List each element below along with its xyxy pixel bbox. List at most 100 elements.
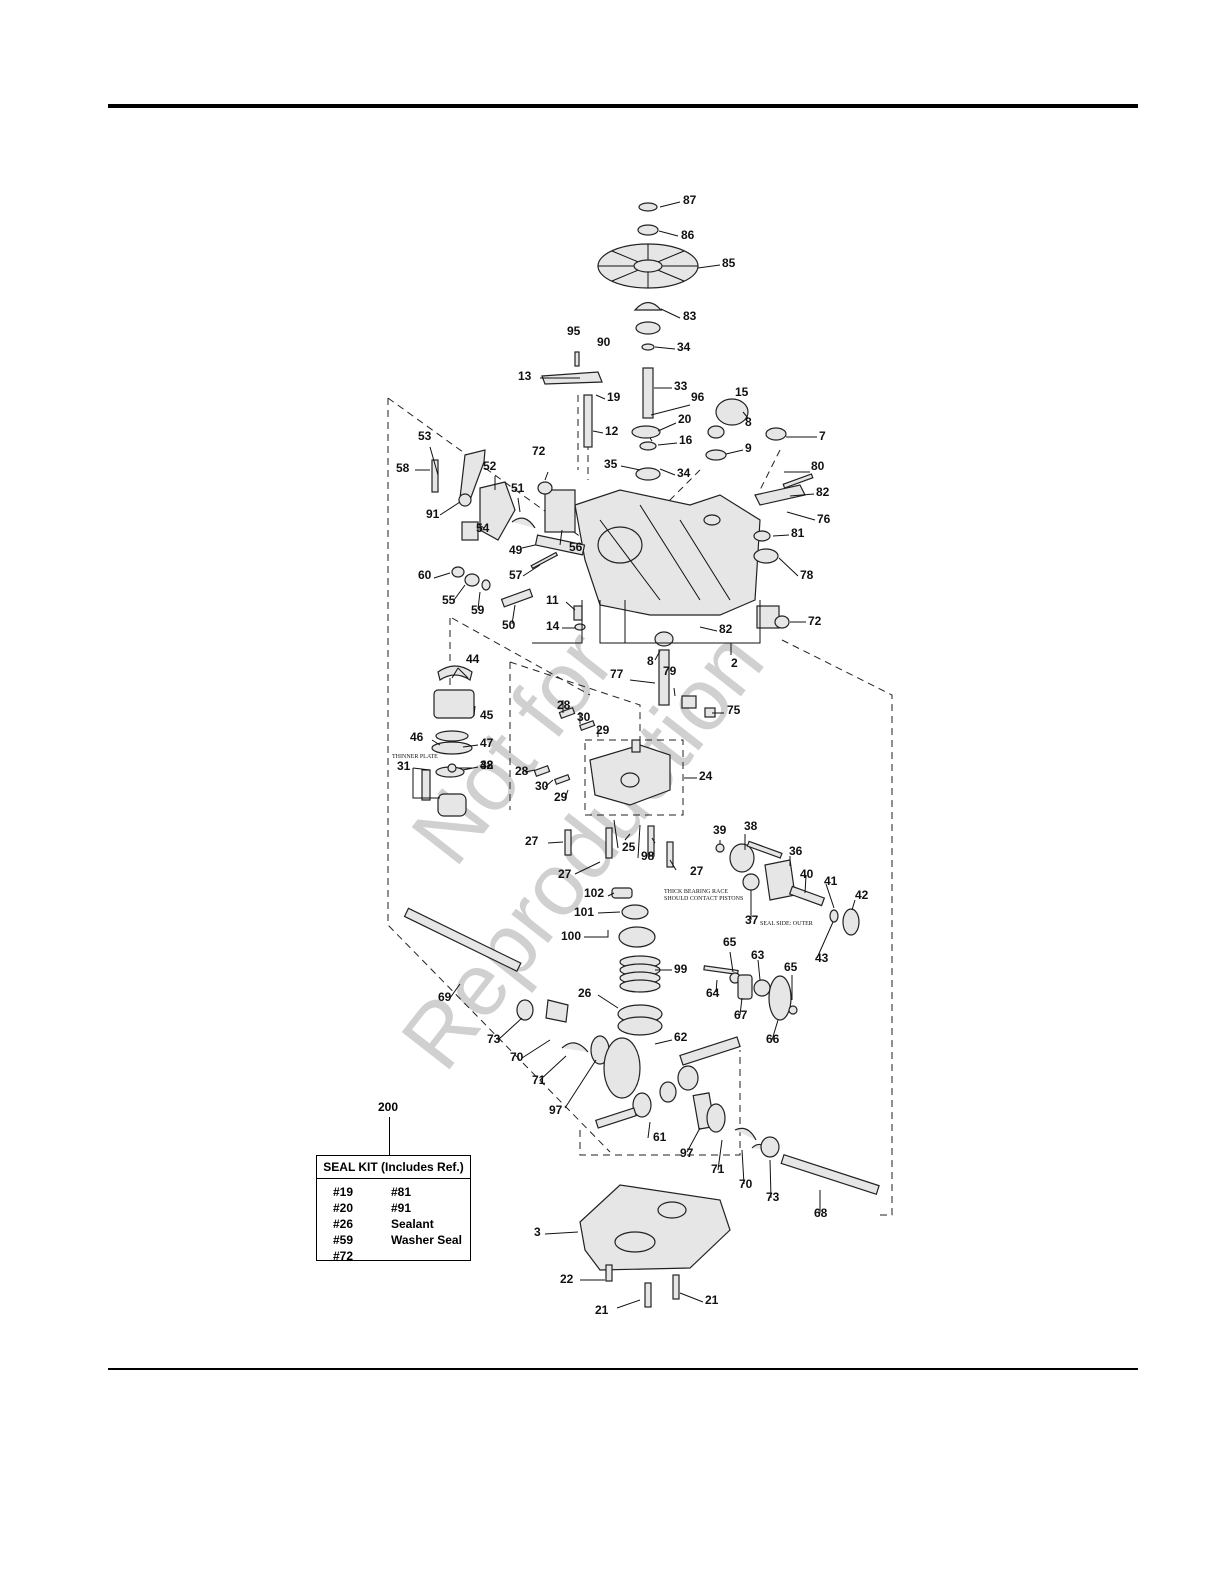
callout-label: 97	[680, 1146, 694, 1160]
counter-shaft	[703, 965, 798, 1021]
callout-label: 28	[515, 764, 529, 778]
nut-icon	[641, 343, 655, 351]
callout-label: 59	[471, 603, 485, 617]
axle-assembly	[403, 907, 880, 1196]
spring-icon	[753, 548, 779, 564]
callout-label: 7	[819, 429, 826, 443]
note-seal-side: SEAL SIDE: OUTER	[760, 921, 813, 927]
callout-label: 35	[604, 457, 618, 471]
friction-pack-icon	[617, 1016, 663, 1036]
callout-label: 69	[438, 990, 452, 1004]
callout-label: 8	[647, 654, 654, 668]
callout-label: 29	[596, 723, 610, 737]
callout-label: 67	[734, 1008, 748, 1022]
callout-label: 31	[397, 759, 411, 773]
header-rule	[108, 104, 1138, 108]
seal-kit-item: #81	[391, 1185, 412, 1199]
callout-label: 12	[605, 424, 619, 438]
axle-right-icon	[780, 1154, 880, 1196]
callout-label: 71	[532, 1073, 546, 1087]
brake-arm-icon	[459, 449, 486, 501]
seal-kit-item: #19	[333, 1185, 354, 1199]
callout-label: 98	[641, 849, 655, 863]
callout-label: 73	[766, 1190, 780, 1204]
fan-icon	[597, 243, 699, 289]
callout-label: 99	[674, 962, 688, 976]
callout-label: 41	[824, 874, 838, 888]
callout-label: 34	[677, 466, 691, 480]
bypass-arm	[541, 351, 603, 448]
callout-label: 86	[681, 228, 695, 242]
callout-label: 76	[817, 512, 831, 526]
retaining-ring-icon	[638, 202, 658, 212]
seal-kit-ref: 200	[378, 1100, 399, 1114]
seal-kit-title: SEAL KIT (Includes Ref.)	[317, 1156, 470, 1179]
cylinder-block-icon	[437, 793, 467, 817]
seal-kit-item: #91	[391, 1201, 412, 1215]
swashplate-icon	[433, 689, 475, 719]
callout-label: 57	[509, 568, 523, 582]
callout-label: 47	[480, 736, 494, 750]
spring-stack-icon	[619, 955, 661, 993]
callout-label: 90	[597, 335, 611, 349]
reduction-gear-icon	[768, 975, 792, 1021]
bearing-icon	[635, 467, 661, 481]
axle-left-icon	[403, 907, 522, 973]
callout-label: 60	[418, 568, 432, 582]
callout-label: 28	[557, 698, 571, 712]
callout-label: 97	[549, 1103, 563, 1117]
washer-icon	[637, 224, 659, 236]
callout-label: 78	[800, 568, 814, 582]
snap-ring-icon	[639, 441, 657, 451]
center-section	[533, 707, 674, 868]
lower-housing	[579, 1184, 731, 1308]
seal-kit-item: #59	[333, 1233, 354, 1247]
pin-icon	[574, 351, 580, 367]
callout-label: 39	[713, 823, 727, 837]
callout-label: 34	[677, 340, 691, 354]
callout-label: 54	[476, 521, 490, 535]
callout-label: 45	[480, 708, 494, 722]
callout-label: 3	[534, 1225, 541, 1239]
callout-label: 70	[739, 1177, 753, 1191]
callout-label: 9	[745, 441, 752, 455]
upper-housing	[537, 481, 761, 616]
callout-label: 15	[735, 385, 749, 399]
callout-label: 52	[483, 459, 497, 473]
callout-label: 56	[569, 540, 583, 554]
note-thinner-plate: THINNER PLATE	[392, 754, 438, 760]
seal-kit-item: #72	[333, 1249, 354, 1263]
callout-label: 43	[815, 951, 829, 965]
seal-kit-leader	[389, 1117, 390, 1155]
callout-label: 16	[679, 433, 693, 447]
callout-label: 50	[502, 618, 516, 632]
cap-icon	[715, 398, 749, 426]
callout-label: 79	[663, 664, 677, 678]
hub-icon	[633, 301, 663, 311]
callout-label: 32	[480, 758, 494, 772]
callout-label: 11	[546, 593, 559, 607]
callout-label: 96	[691, 390, 705, 404]
callout-label: 51	[511, 481, 525, 495]
callout-label: 72	[532, 444, 546, 458]
callout-label: 26	[578, 986, 592, 1000]
seal-kit-item: #20	[333, 1201, 354, 1215]
callout-label: 65	[784, 960, 798, 974]
callout-label: 29	[554, 790, 568, 804]
bushing-icon	[544, 489, 576, 533]
callout-label: 20	[678, 412, 692, 426]
callout-label: 19	[607, 390, 621, 404]
callout-label: 27	[690, 864, 704, 878]
callout-label: 81	[791, 526, 805, 540]
callout-label: 61	[653, 1130, 667, 1144]
seal-kit-item: Sealant	[391, 1217, 434, 1231]
callout-label: 14	[546, 619, 560, 633]
callout-label: 73	[487, 1032, 501, 1046]
callout-label: 38	[744, 819, 758, 833]
callout-label: 53	[418, 429, 432, 443]
seal-kit-list: #19 #81 #20 #91 #26 Sealant #59 Washer S…	[317, 1179, 470, 1264]
callout-label: 48	[480, 758, 494, 772]
callout-label: 82	[816, 485, 830, 499]
callout-label: 27	[558, 867, 572, 881]
